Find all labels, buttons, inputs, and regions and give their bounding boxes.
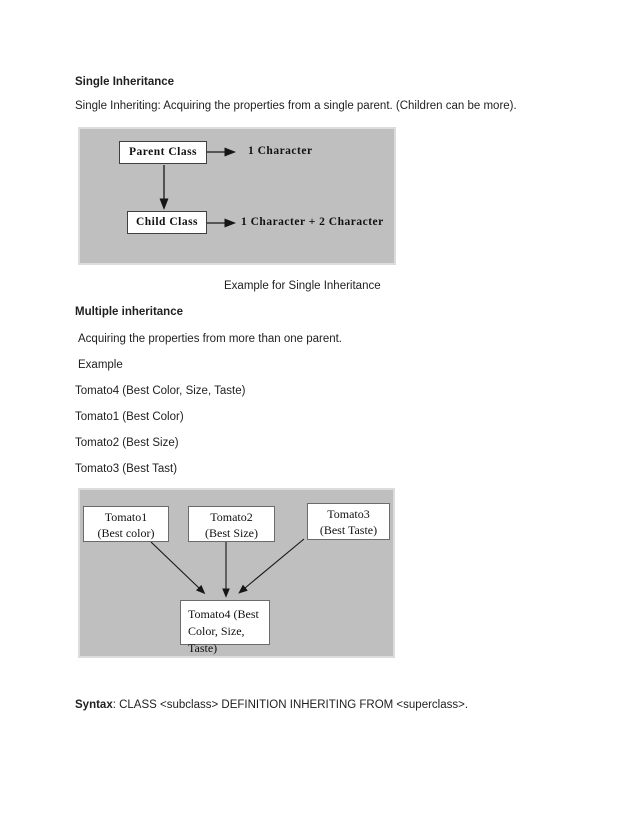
parent-class-note: 1 Character	[248, 145, 313, 157]
syntax-label: Syntax	[75, 699, 113, 711]
child-class-note: 1 Character + 2 Character	[241, 216, 384, 228]
arrow-tomato1-to-tomato4	[150, 541, 206, 595]
example-label: Example	[78, 359, 123, 371]
single-inheritance-arrows	[159, 147, 237, 228]
tomato3-box: Tomato3 (Best Taste)	[307, 503, 390, 540]
single-inheritance-caption: Example for Single Inheritance	[224, 280, 381, 292]
tomato2-box-line2: (Best Size)	[205, 526, 258, 540]
heading-single-inheritance: Single Inheritance	[75, 76, 175, 88]
multiple-inheritance-diagram: Tomato1 (Best color) Tomato2 (Best Size)…	[78, 488, 395, 658]
tomato2-box: Tomato2 (Best Size)	[188, 506, 275, 542]
tomato2-box-line1: Tomato2	[210, 510, 253, 524]
child-class-label: Child Class	[135, 216, 199, 228]
tomato2-line: Tomato2 (Best Size)	[75, 437, 179, 449]
tomato3-box-line1: Tomato3	[327, 507, 370, 521]
multiple-inheritance-arrows	[150, 538, 305, 598]
single-inheritance-description: Single Inheriting: Acquiring the propert…	[75, 100, 517, 112]
tomato1-box: Tomato1 (Best color)	[83, 506, 169, 542]
multiple-inheritance-description: Acquiring the properties from more than …	[78, 333, 343, 345]
tomato4-box-line2: Color, Size, Taste)	[188, 624, 245, 655]
parent-class-label: Parent Class	[128, 146, 198, 158]
arrow-tomato3-to-tomato4	[238, 538, 305, 594]
tomato3-line: Tomato3 (Best Tast)	[75, 463, 178, 475]
tomato4-box: Tomato4 (Best Color, Size, Taste)	[180, 600, 270, 655]
tomato1-line: Tomato1 (Best Color)	[75, 411, 184, 423]
tomato4-line: Tomato4 (Best Color, Size, Taste)	[75, 385, 246, 397]
syntax-text: : CLASS <subclass> DEFINITION INHERITING…	[112, 699, 469, 711]
child-class-box: Child Class	[127, 211, 207, 234]
tomato1-box-line2: (Best color)	[97, 526, 155, 540]
heading-multiple-inheritance: Multiple inheritance	[75, 306, 183, 318]
parent-class-box: Parent Class	[119, 141, 207, 164]
tomato4-box-line1: Tomato4 (Best	[188, 607, 259, 621]
tomato3-box-line2: (Best Taste)	[319, 523, 378, 537]
syntax-line: Syntax: CLASS <subclass> DEFINITION INHE…	[75, 699, 468, 711]
tomato1-box-line1: Tomato1	[104, 510, 148, 524]
single-inheritance-diagram: Parent Class Child Class 1 Character 1 C…	[78, 127, 396, 265]
